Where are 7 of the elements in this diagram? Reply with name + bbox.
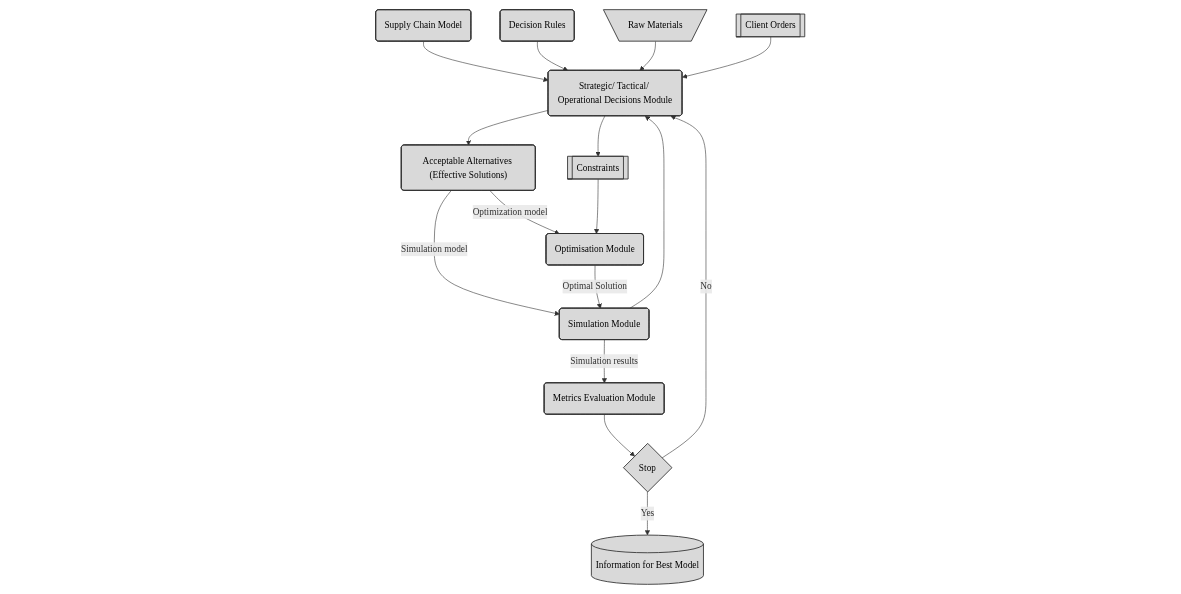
edge-label: No [700, 281, 712, 292]
edge-label: Simulation model [401, 244, 468, 254]
edge-label: Yes [640, 508, 655, 519]
edge-label: Optimal Solution [562, 281, 628, 292]
edge-label: Optimization model [472, 206, 548, 217]
node-diamond: Stop [623, 442, 673, 493]
edge-label: Simulation results [570, 355, 639, 366]
